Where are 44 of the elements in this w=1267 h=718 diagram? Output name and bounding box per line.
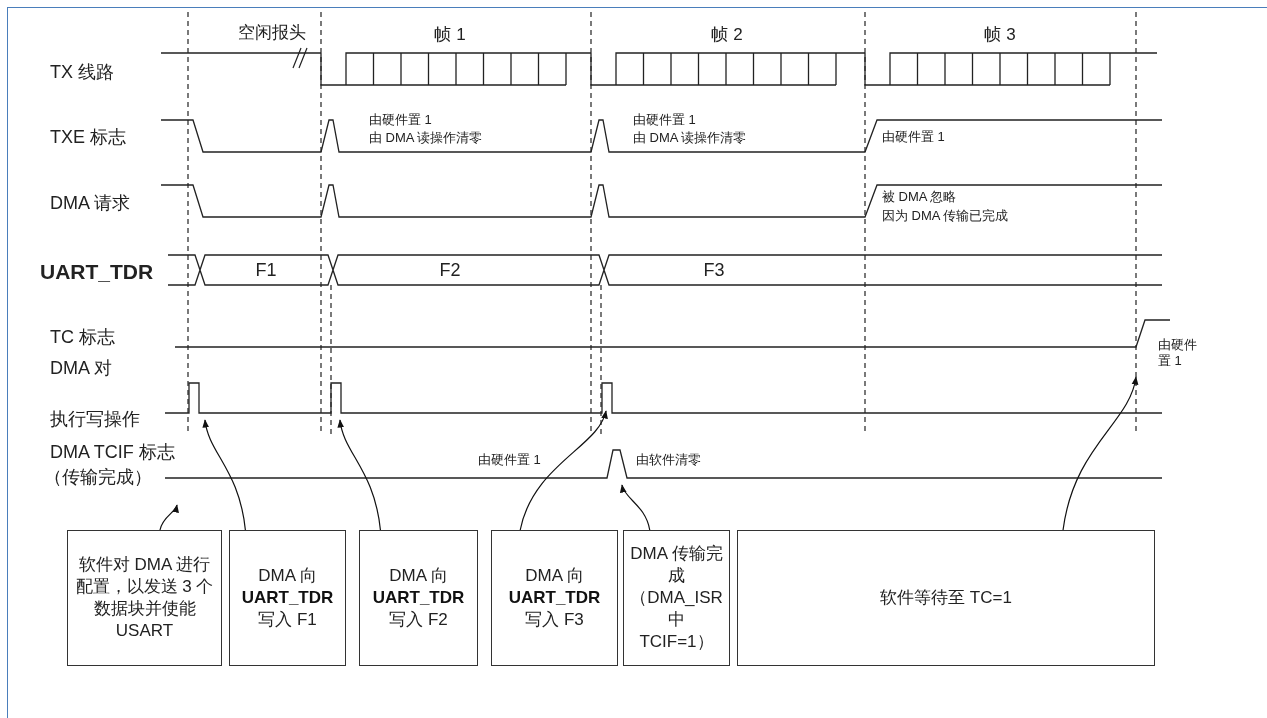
signal-name: TX 线路 [50,61,114,84]
timing-note: 由 DMA 读操作清零 [633,130,747,147]
signal-name: DMA TCIF 标志 [50,441,175,464]
timing-note: 因为 DMA 传输已完成 [882,208,1009,225]
timing-note: 由软件清零 [636,452,701,469]
box-text: DMA 向 UART_TDR 写入 F1 [240,565,335,631]
process-box [67,530,222,666]
frame-label: 帧 3 [984,24,1016,46]
arrow [202,419,246,531]
timing-note: 被 DMA 忽略 [882,189,957,206]
frame-label: 空闲报头 [238,22,306,44]
process-box [229,530,346,666]
signal-name: TC 标志 [50,326,115,349]
signal-name: DMA 对 [50,357,112,380]
timing-note: 由 DMA 读操作清零 [369,130,483,147]
timing-note: 由硬件置 1 [369,112,432,129]
box-text: DMA 传输完成（DMA_ISR 中 TCIF=1） [630,543,723,653]
timing-note: 由硬件置 1 [1158,337,1198,370]
arrow [337,419,382,531]
process-box [737,530,1155,666]
frame-label: 帧 2 [711,24,743,46]
box-text: 软件对 DMA 进行配置，以发送 3 个数据块并使能 USART [74,554,215,642]
timing-note: 由硬件置 1 [633,112,696,129]
box-text: DMA 向 UART_TDR 写入 F2 [371,565,466,631]
signal-name: TXE 标志 [50,126,126,149]
signal-name: UART_TDR [40,259,154,285]
signal-name: 执行写操作 [50,408,140,431]
bus-value: F2 [439,259,461,282]
arrow [519,410,607,531]
process-box [623,530,730,666]
signal-name: DMA 请求 [50,192,130,215]
signal-name: （传输完成） [44,466,152,489]
bus-value: F3 [703,259,725,282]
bus-value: F1 [255,259,277,282]
timing-note: 由硬件置 1 [478,452,541,469]
box-text: 软件等待至 TC=1 [880,587,1012,609]
process-box [359,530,478,666]
process-box [491,530,618,666]
arrow [1062,376,1138,531]
arrow [159,504,178,531]
frame-label: 帧 1 [434,24,466,46]
arrow [620,484,651,531]
timing-note: 由硬件置 1 [882,129,945,146]
box-text: DMA 向 UART_TDR 写入 F3 [507,565,602,631]
